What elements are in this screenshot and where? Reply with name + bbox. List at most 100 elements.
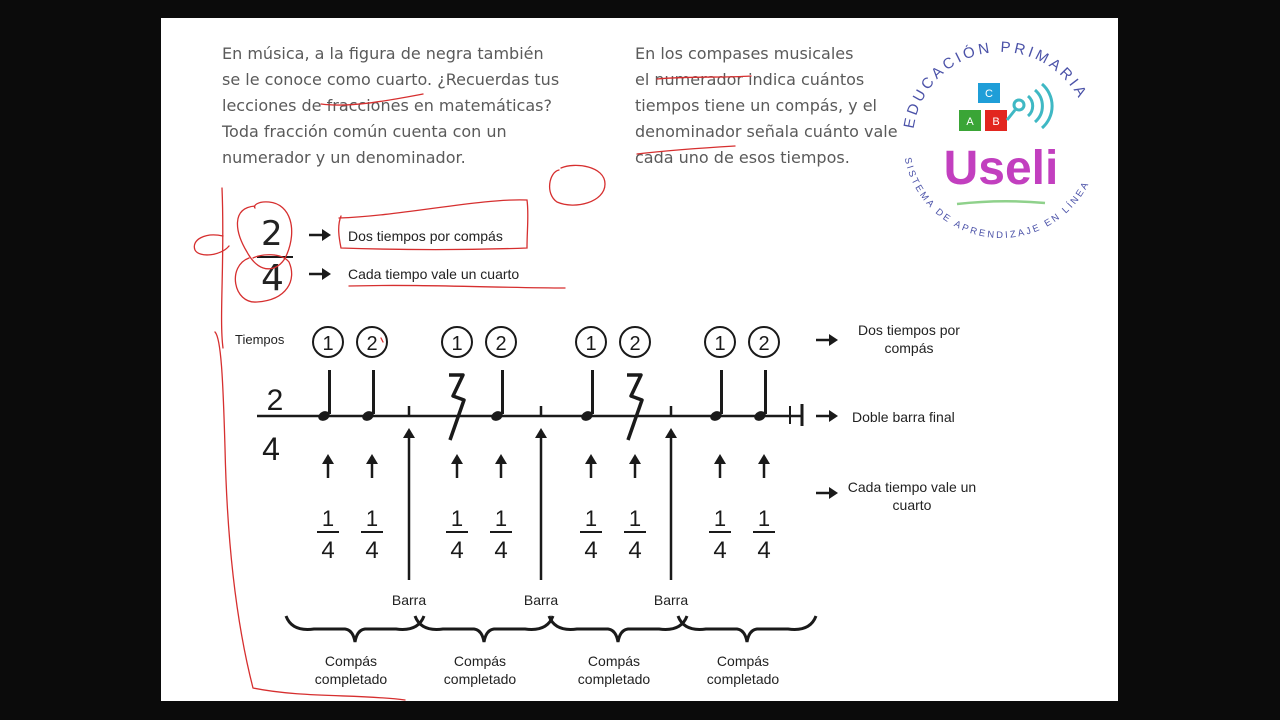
staff-ts-numerator: 2 — [267, 384, 284, 417]
arrow-dos-tiempos-head — [829, 334, 838, 346]
quarter-note-head — [710, 411, 722, 421]
beat-up-arrow-head — [585, 454, 597, 464]
beat-up-arrow-head — [366, 454, 378, 464]
beat-up-arrow-head — [451, 454, 463, 464]
fraction-numerator: 1 — [758, 506, 770, 531]
beat-circle — [575, 326, 607, 358]
barra-arrow-head — [665, 428, 677, 438]
beat-number: 2 — [495, 333, 506, 355]
fraction-denominator: 4 — [450, 537, 463, 564]
denominator-circle-mark — [234, 254, 293, 303]
right-label-cada-tiempo: Cada tiempo vale un cuarto — [847, 479, 977, 513]
right-label-dos-tiempos: Dos tiempos por compás — [858, 322, 960, 356]
fraction-numerator: 1 — [451, 506, 463, 531]
beat-circle — [619, 326, 651, 358]
measure-brace — [547, 615, 689, 643]
signal-icon — [1005, 82, 1054, 130]
arrow-cada-tiempo-head — [829, 487, 838, 499]
numerator-circle-mark — [236, 201, 293, 270]
beat-number: 1 — [585, 333, 596, 355]
denominator-meaning: Cada tiempo vale un cuarto — [348, 266, 520, 282]
beat-number: 1 — [322, 333, 333, 355]
arrow-numerator-head — [322, 229, 331, 241]
arrow-denominator-head — [322, 268, 331, 280]
fraction-numerator: 1 — [585, 506, 597, 531]
quarter-note-head — [581, 411, 593, 421]
fraction-denominator: 4 — [628, 537, 641, 564]
beat-up-arrow-head — [629, 454, 641, 464]
ts-fraction-bar — [257, 256, 293, 258]
block-c-letter: C — [985, 88, 993, 100]
block-b-letter: B — [992, 116, 999, 128]
fraction-numerator: 1 — [322, 506, 334, 531]
quarter-rest — [448, 373, 466, 441]
quarter-note-head — [754, 411, 766, 421]
fraction-denominator: 4 — [757, 537, 770, 564]
beat-number: 2 — [629, 333, 640, 355]
beat-circle — [441, 326, 473, 358]
compas-completado-label: Compás completado — [577, 653, 651, 687]
measure-brace — [413, 615, 555, 643]
quarter-rest — [626, 373, 644, 441]
beat-number: 2 — [758, 333, 769, 355]
tiny-dot — [380, 337, 384, 343]
cuarto-underline — [320, 93, 424, 106]
compas-completado-label: Compás completado — [314, 653, 388, 687]
fraction-denominator: 4 — [365, 537, 378, 564]
logo-brand-text: Useli — [944, 142, 1059, 195]
quarter-note-head — [318, 411, 330, 421]
tiempos-label: Tiempos — [235, 332, 285, 347]
fraction-numerator: 1 — [366, 506, 378, 531]
beat-circle — [356, 326, 388, 358]
numerator-meaning-box — [338, 199, 529, 251]
compas-completado-label: Compás completado — [443, 653, 517, 687]
beat-number: 1 — [451, 333, 462, 355]
quarter-note-head — [362, 411, 374, 421]
logo-underline — [956, 199, 1046, 206]
numerator-meaning: Dos tiempos por compás — [348, 228, 503, 244]
fraction-denominator: 4 — [584, 537, 597, 564]
beat-circle — [748, 326, 780, 358]
left-margin-line — [214, 331, 406, 701]
block-a-icon — [959, 110, 981, 131]
fraction-numerator: 1 — [629, 506, 641, 531]
barra-label: Barra — [523, 592, 559, 608]
intro-paragraph-left: En música, a la figura de negra también … — [222, 44, 560, 167]
denominator-meaning-underline — [348, 284, 566, 289]
fraction-denominator: 4 — [321, 537, 334, 564]
barra-label: Barra — [653, 592, 689, 608]
beat-number: 2 — [366, 333, 377, 355]
block-b-icon — [985, 110, 1007, 131]
measure-brace — [284, 615, 426, 643]
left-circle-mark — [193, 234, 230, 256]
beat-circle — [485, 326, 517, 358]
useli-logo: EDUCACIÓN PRIMARIA SISTEMA DE APRENDIZAJ… — [891, 28, 1111, 258]
denominador-underline — [636, 145, 736, 155]
beat-up-arrow-head — [758, 454, 770, 464]
block-a-letter: A — [966, 116, 974, 128]
beat-up-arrow-head — [495, 454, 507, 464]
compas-completado-label: Compás completado — [706, 653, 780, 687]
right-label-doble-barra: Doble barra final — [852, 409, 955, 425]
measure-brace — [676, 615, 818, 643]
beat-up-arrow-head — [322, 454, 334, 464]
worksheet-page: En música, a la figura de negra también … — [161, 18, 1118, 701]
staff-ts-denominator: 4 — [262, 431, 280, 467]
fraction-denominator: 4 — [494, 537, 507, 564]
numerador-underline — [656, 75, 752, 80]
ts-big-numerator: 2 — [261, 214, 283, 254]
fraction-numerator: 1 — [714, 506, 726, 531]
fraction-denominator: 4 — [713, 537, 726, 564]
block-c-icon — [978, 83, 1000, 103]
intro-paragraph-right: En los compases musicales el numerador i… — [635, 44, 898, 167]
arrow-doble-barra-head — [829, 410, 838, 422]
small-circle-mark — [549, 164, 606, 206]
barra-arrow-head — [535, 428, 547, 438]
left-margin-line-top — [220, 187, 224, 349]
fraction-numerator: 1 — [495, 506, 507, 531]
quarter-note-head — [491, 411, 503, 421]
barra-arrow-head — [403, 428, 415, 438]
beat-up-arrow-head — [714, 454, 726, 464]
beat-circle — [312, 326, 344, 358]
